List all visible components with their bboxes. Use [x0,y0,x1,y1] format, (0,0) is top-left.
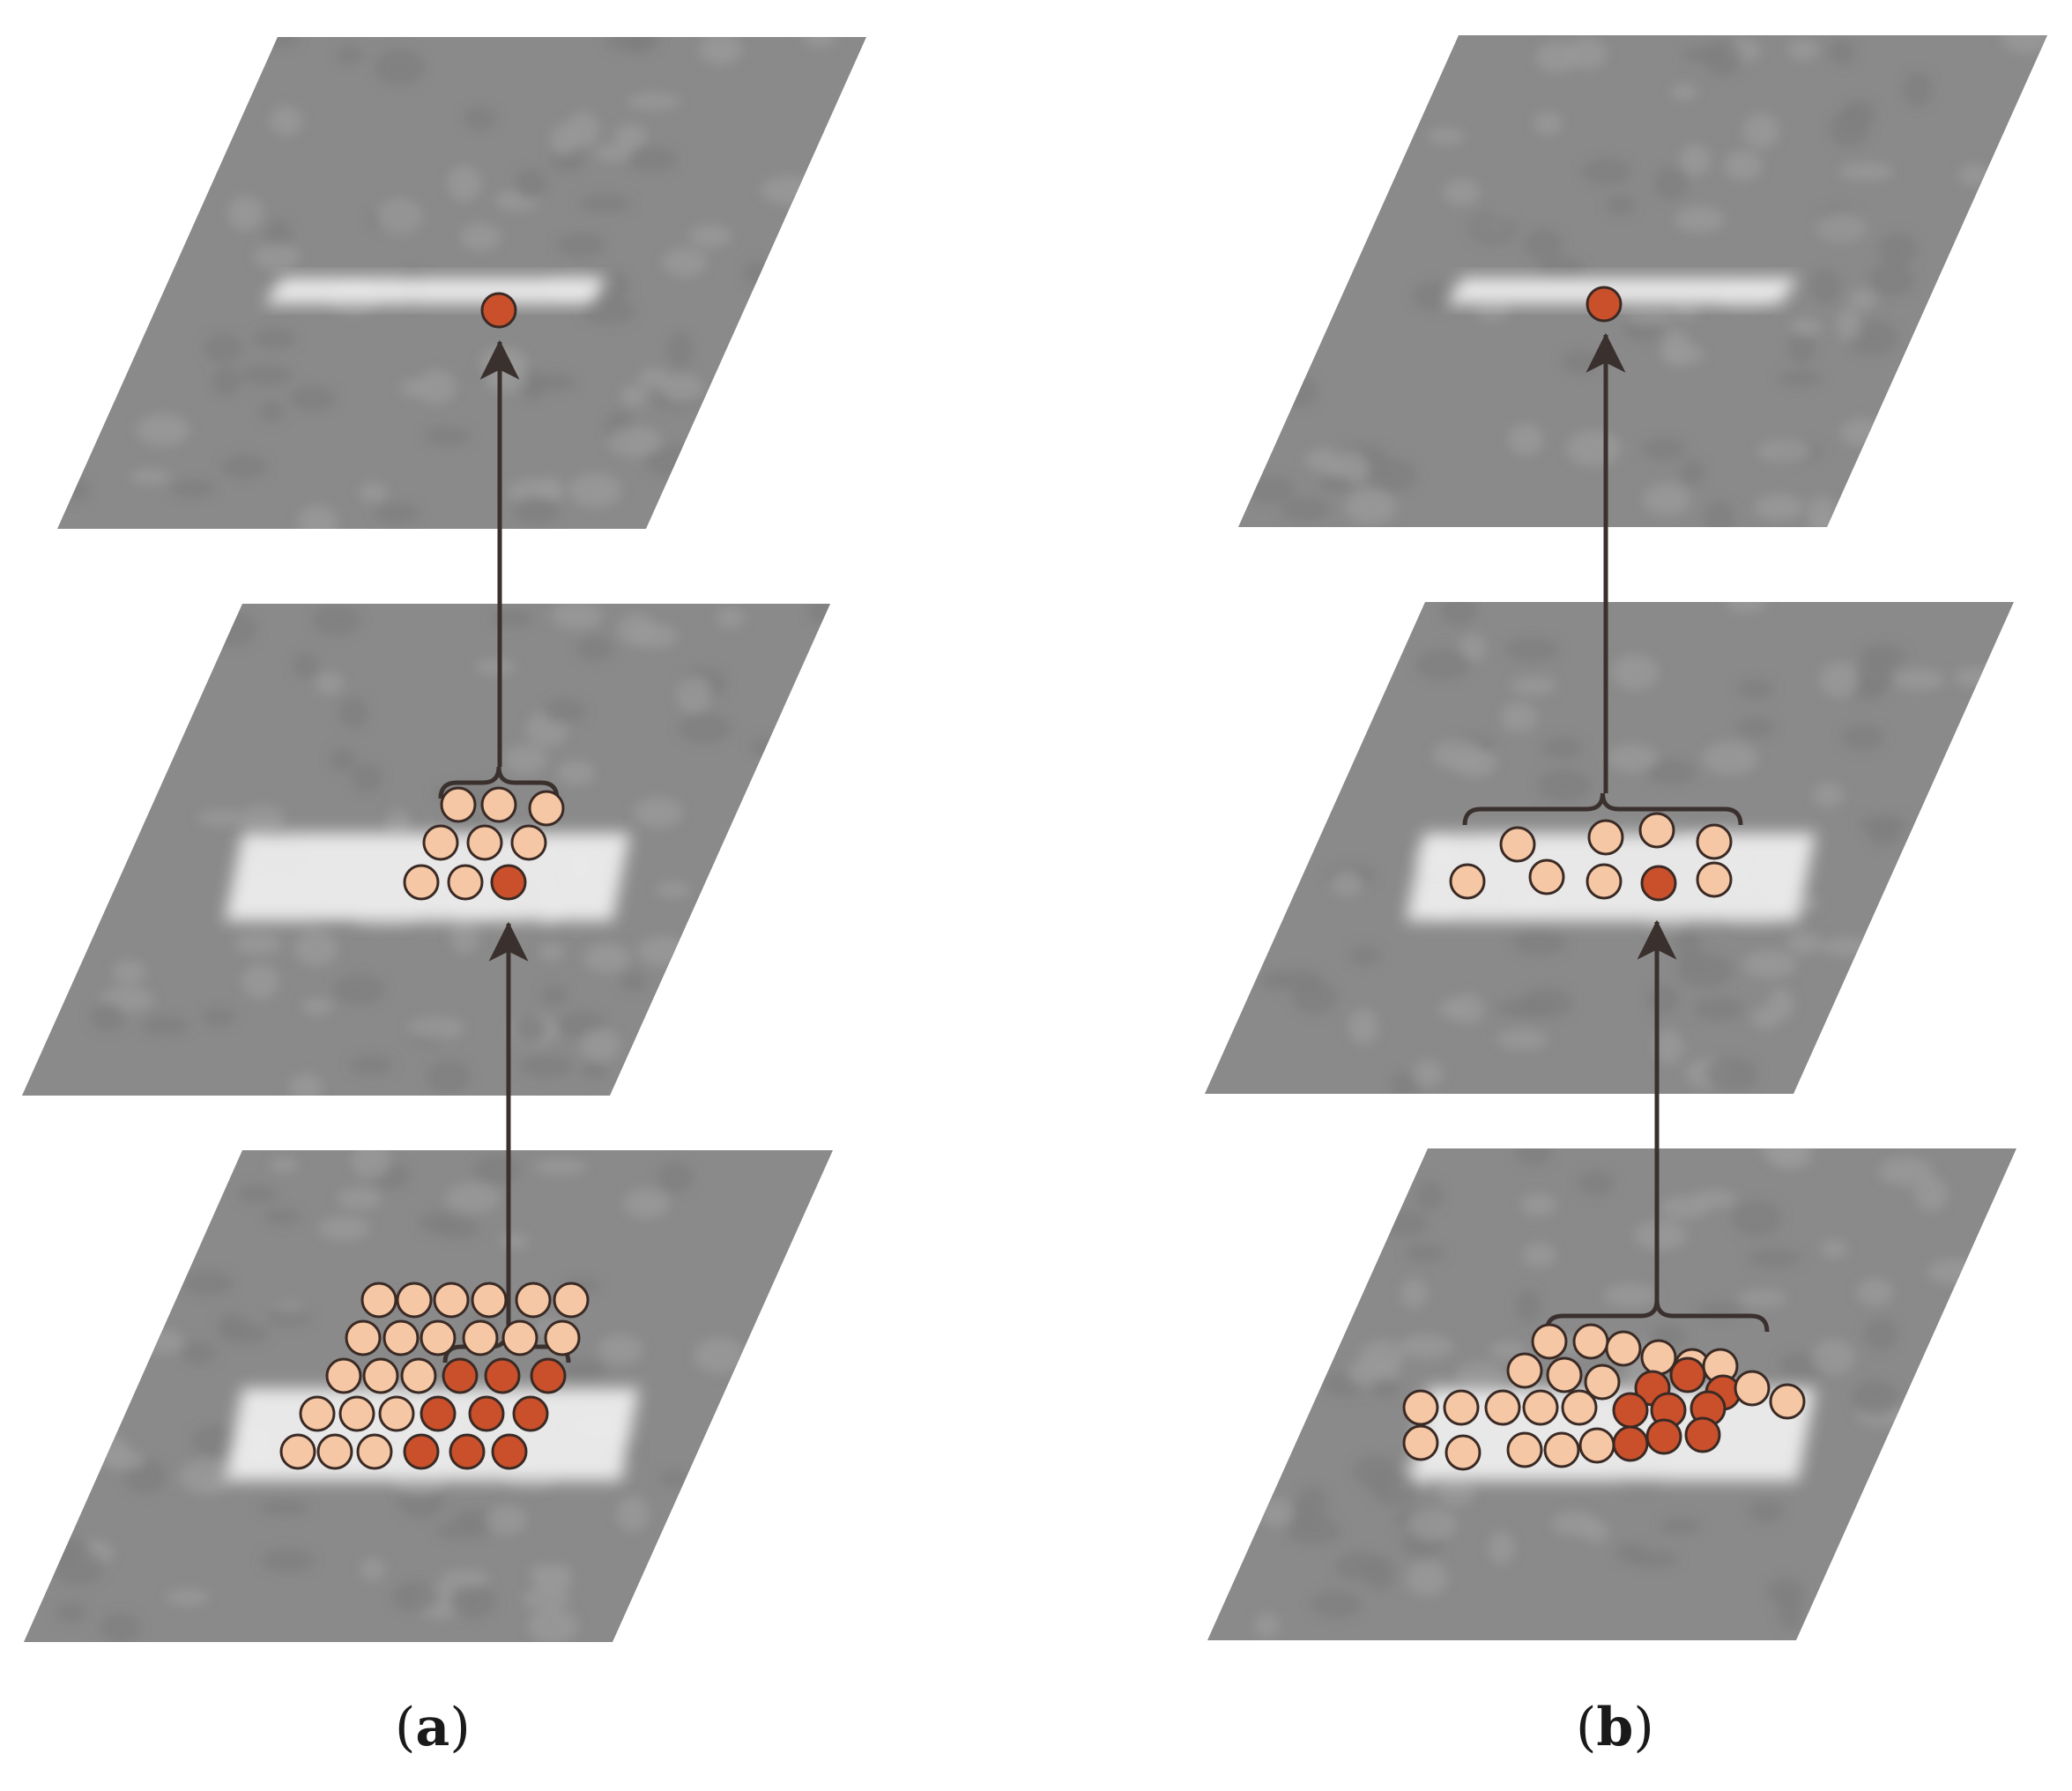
dot-a-middle-8 [490,864,527,901]
brace-b-middle [1462,792,1743,826]
dot-b-bottom-13 [1402,1389,1439,1426]
dot-b-bottom-25 [1543,1431,1580,1468]
dot-a-bottom-21 [420,1395,457,1432]
dot-a-middle-4 [466,824,503,861]
dot-a-bottom-2 [433,1282,470,1319]
dot-a-middle-0 [440,786,477,823]
dot-a-bottom-29 [491,1433,528,1470]
dot-a-bottom-27 [403,1433,440,1470]
dot-b-bottom-17 [1561,1389,1598,1426]
dot-a-bottom-6 [345,1319,382,1356]
dot-a-bottom-11 [544,1319,581,1356]
dot-b-middle-0 [1499,826,1536,863]
plane-b-top [1238,35,2047,527]
dot-b-middle-5 [1528,858,1565,896]
dot-a-bottom-20 [378,1395,415,1432]
dot-b-bottom-28 [1645,1418,1682,1455]
dot-b-bottom-18 [1612,1392,1649,1429]
dot-a-bottom-17 [530,1357,567,1394]
dot-a-bottom-4 [515,1282,552,1319]
dot-a-middle-7 [447,864,484,901]
dot-b-bottom-2 [1605,1330,1642,1367]
brace-b-bottom [1544,1299,1770,1333]
dot-b-bottom-6 [1506,1352,1543,1389]
brace-a-middle [438,766,560,799]
dot-b-middle-2 [1638,812,1675,849]
plane-object-blob [1445,278,1798,304]
dot-a-middle-3 [422,824,459,861]
dot-b-bottom-21 [1769,1383,1806,1420]
dot-b-bottom-8 [1584,1364,1621,1401]
dot-a-bottom-10 [501,1319,538,1356]
dot-a-bottom-9 [462,1319,499,1356]
dot-a-bottom-24 [279,1433,316,1470]
dot-b-middle-1 [1587,819,1624,856]
dot-a-bottom-23 [512,1395,549,1432]
dot-b-bottom-23 [1444,1434,1482,1471]
dot-a-middle-5 [510,824,547,861]
sample-dots [279,286,1806,1471]
dot-a-bottom-1 [396,1282,433,1319]
dot-a-bottom-22 [468,1395,505,1432]
dot-a-bottom-13 [362,1357,399,1394]
dot-a-bottom-28 [449,1433,486,1470]
dot-b-bottom-14 [1443,1389,1480,1426]
plane-texture [1243,35,2047,527]
dot-b-bottom-24 [1506,1431,1543,1468]
dot-a-bottom-7 [382,1319,420,1356]
dot-a-bottom-18 [299,1395,336,1432]
dot-b-bottom-29 [1684,1416,1721,1453]
dot-b-bottom-12 [1734,1370,1771,1407]
dot-a-bottom-3 [471,1282,508,1319]
arrows [438,332,1770,1364]
dot-a-bottom-16 [484,1357,521,1394]
dot-b-middle-6 [1586,863,1623,900]
dot-b-middle-8 [1696,861,1733,898]
dot-a-top-output [480,292,517,329]
plane-a-top [57,37,866,529]
dot-b-bottom-10 [1669,1356,1706,1393]
plane-object-blob [264,278,608,304]
dot-a-bottom-25 [316,1433,353,1470]
dot-b-bottom-22 [1402,1424,1439,1461]
dot-b-bottom-27 [1612,1425,1649,1462]
caption-panel-a: (a) [395,1697,471,1758]
dot-a-bottom-5 [553,1282,590,1319]
dot-b-bottom-7 [1546,1356,1583,1393]
dot-a-bottom-15 [442,1357,479,1394]
dot-b-bottom-26 [1578,1427,1615,1464]
dot-b-bottom-15 [1484,1389,1521,1426]
dot-b-middle-7 [1640,865,1677,902]
caption-panel-b: (b) [1576,1697,1654,1758]
dot-a-bottom-19 [338,1395,375,1432]
dot-a-middle-1 [480,786,517,823]
dot-a-middle-2 [528,790,565,827]
dot-a-bottom-8 [420,1319,457,1356]
plane-a-bottom [24,1150,833,1642]
dot-b-middle-3 [1696,823,1733,860]
dot-b-bottom-1 [1572,1323,1609,1360]
dot-b-middle-4 [1449,863,1486,900]
dot-a-bottom-0 [360,1282,397,1319]
dot-b-bottom-16 [1522,1389,1559,1426]
dot-a-middle-6 [403,864,440,901]
dot-a-bottom-12 [325,1357,362,1394]
dot-a-bottom-26 [356,1433,393,1470]
dot-b-bottom-0 [1531,1323,1568,1360]
dot-b-top-output [1586,286,1623,323]
dot-a-bottom-14 [400,1357,437,1394]
dot-b-bottom-3 [1640,1339,1677,1376]
